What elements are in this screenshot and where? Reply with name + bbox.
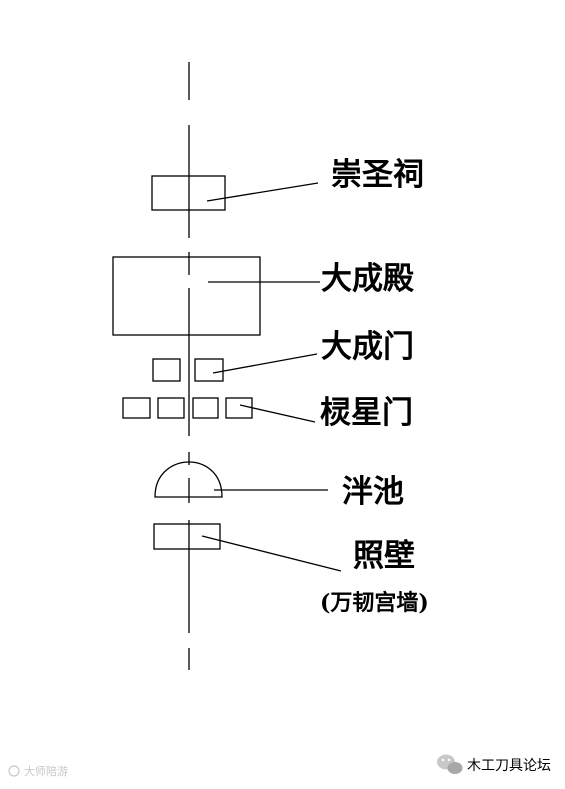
dacheng-men-leader bbox=[212, 353, 318, 374]
zhao-bi-wall bbox=[153, 523, 221, 550]
lingxing-men-label: 棂星门 bbox=[320, 395, 413, 431]
lingxing-men-gates bbox=[122, 397, 253, 419]
dacheng-dian-label: 大成殿 bbox=[321, 261, 414, 297]
zhao-bi-leader bbox=[201, 535, 342, 572]
wechat-icon bbox=[437, 754, 463, 774]
pan-chi-label: 泮池 bbox=[342, 474, 404, 510]
watermark-right: 木工刀具论坛 bbox=[437, 754, 551, 774]
chongsheng-ci-label: 崇圣祠 bbox=[331, 157, 424, 193]
dacheng-men-label: 大成门 bbox=[321, 329, 414, 365]
chongsheng-ci-leader bbox=[206, 182, 319, 202]
watermark-right-text: 木工刀具论坛 bbox=[467, 758, 551, 774]
watermark-left: 大师陪游 bbox=[8, 764, 68, 778]
watermark-left-text: 大师陪游 bbox=[24, 764, 68, 778]
zhao-bi-note: (万韧宫墙) bbox=[320, 590, 429, 616]
lingxing-men-leader bbox=[239, 404, 316, 423]
dacheng-dian-building bbox=[112, 256, 261, 336]
zhao-bi-label: 照壁 bbox=[353, 538, 415, 574]
chongsheng-ci-building bbox=[151, 175, 226, 211]
pan-chi-pond bbox=[154, 461, 223, 498]
weibo-icon bbox=[8, 765, 20, 777]
dacheng-men-gates bbox=[152, 358, 224, 382]
